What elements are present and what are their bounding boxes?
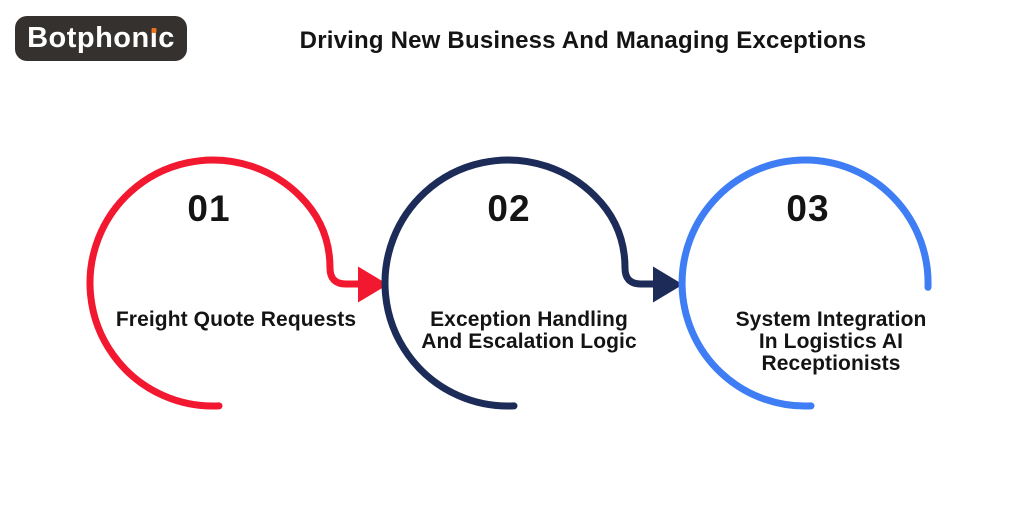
step-1-number: 01 — [187, 188, 231, 229]
step-2-label-line-2: And Escalation Logic — [421, 330, 637, 353]
logo-text-post: c — [158, 22, 175, 54]
logo-letter-i: ı — [150, 16, 159, 61]
step-1-arrow-icon — [358, 266, 388, 303]
step-3-label: System Integration In Logistics AI Recep… — [736, 309, 927, 375]
step-3-arc — [678, 156, 932, 410]
step-3-label-line-3: Receptionists — [761, 352, 901, 375]
step-3-label-line-1: System Integration — [735, 308, 927, 331]
step-1-label-line-1: Freight Quote Requests — [115, 308, 357, 331]
step-3-number: 03 — [786, 188, 830, 229]
step-1-arc — [86, 156, 362, 410]
step-2-number: 02 — [487, 188, 531, 229]
step-1-label: Freight Quote Requests — [116, 309, 356, 331]
step-2-label: Exception Handling And Escalation Logic — [421, 309, 637, 353]
step-2-arrow-icon — [653, 266, 683, 303]
step-2-label-line-1: Exception Handling — [430, 308, 628, 331]
logo-i-dot-icon — [151, 28, 157, 33]
logo-letter-i-stem: ı — [149, 22, 159, 54]
step-2-arc — [381, 156, 657, 410]
logo-text-pre: Botphon — [27, 22, 150, 54]
page-title: Driving New Business And Managing Except… — [299, 27, 867, 54]
step-3-label-line-2: In Logistics AI — [758, 330, 904, 353]
